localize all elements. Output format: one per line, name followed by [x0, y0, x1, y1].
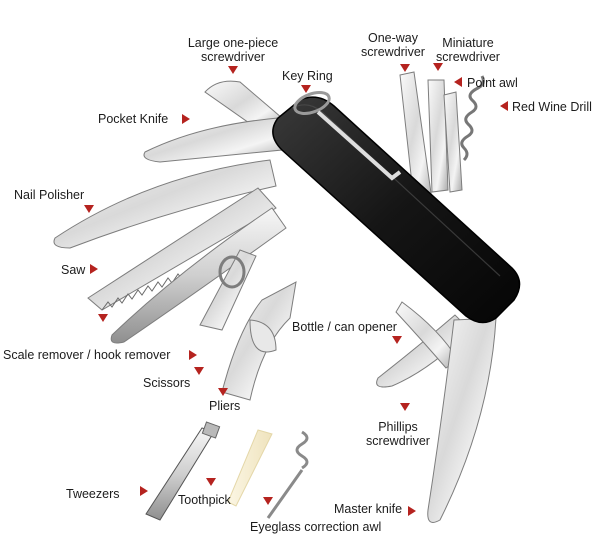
marker-master-knife: [408, 506, 416, 516]
label-line: screwdriver: [201, 50, 265, 64]
toothpick-tool: [227, 429, 273, 507]
marker-tweezers: [140, 486, 148, 496]
label-scale-remover: Scale remover / hook remover: [3, 348, 171, 362]
label-line: One-way: [367, 31, 419, 45]
marker-eyeglass-awl: [263, 497, 273, 505]
marker-group: [84, 63, 508, 516]
marker-pocket-knife: [182, 114, 190, 124]
label-pocket-knife: Pocket Knife: [98, 112, 169, 126]
label-large-screwdriver: Large one-piece screwdriver: [178, 36, 288, 64]
label-master-knife: Master knife: [334, 502, 403, 516]
label-eyeglass-awl: Eyeglass correction awl: [250, 520, 382, 534]
marker-pliers: [218, 388, 228, 396]
label-line: screwdriver: [366, 434, 430, 448]
marker-saw: [90, 264, 98, 274]
marker-nail-polisher: [84, 205, 94, 213]
label-line: Miniature: [442, 36, 494, 50]
label-pliers: Pliers: [209, 399, 241, 413]
saw-blade: [87, 187, 277, 311]
marker-scale-remover-2: [189, 350, 197, 360]
label-red-wine-drill: Red Wine Drill: [512, 100, 592, 114]
marker-miniature: [433, 63, 443, 71]
miniature-screwdriver-tool: [427, 79, 449, 193]
marker-large-screwdriver: [228, 66, 238, 74]
label-toothpick: Toothpick: [178, 493, 231, 507]
label-one-way-screwdriver: One-way screwdriver: [358, 31, 428, 59]
marker-bottle-opener: [392, 336, 402, 344]
scissors-tool: [199, 249, 257, 331]
marker-phillips: [400, 403, 410, 411]
marker-toothpick: [206, 478, 216, 486]
label-line: screwdriver: [361, 45, 425, 59]
label-saw: Saw: [61, 263, 86, 277]
point-awl-tool: [443, 91, 463, 193]
label-miniature-screwdriver: Miniature screwdriver: [432, 36, 504, 64]
marker-scissors: [194, 367, 204, 375]
marker-key-ring: [301, 85, 311, 93]
marker-scale-remover: [98, 314, 108, 322]
marker-point-awl: [454, 77, 462, 87]
label-scissors: Scissors: [143, 376, 191, 390]
master-knife-blade: [427, 317, 497, 523]
label-nail-polisher: Nail Polisher: [14, 188, 85, 202]
label-line: Phillips: [378, 420, 418, 434]
tools-group: [53, 71, 497, 523]
label-tweezers: Tweezers: [66, 487, 120, 501]
eyeglass-awl-tool: [266, 430, 309, 519]
key-ring: [293, 91, 331, 115]
accessories: [145, 421, 309, 521]
corkscrew-tool: [460, 75, 485, 162]
label-line: Large one-piece: [187, 36, 279, 50]
marker-red-wine-drill: [500, 101, 508, 111]
marker-one-way: [400, 64, 410, 72]
label-phillips-screwdriver: Phillips screwdriver: [362, 420, 434, 448]
label-point-awl: Point awl: [467, 76, 518, 90]
label-bottle-opener: Bottle / can opener: [292, 320, 397, 334]
label-line: screwdriver: [436, 50, 500, 64]
label-key-ring: Key Ring: [282, 69, 333, 83]
nail-polisher-tool: [53, 159, 277, 249]
knife-handle: [272, 96, 521, 324]
